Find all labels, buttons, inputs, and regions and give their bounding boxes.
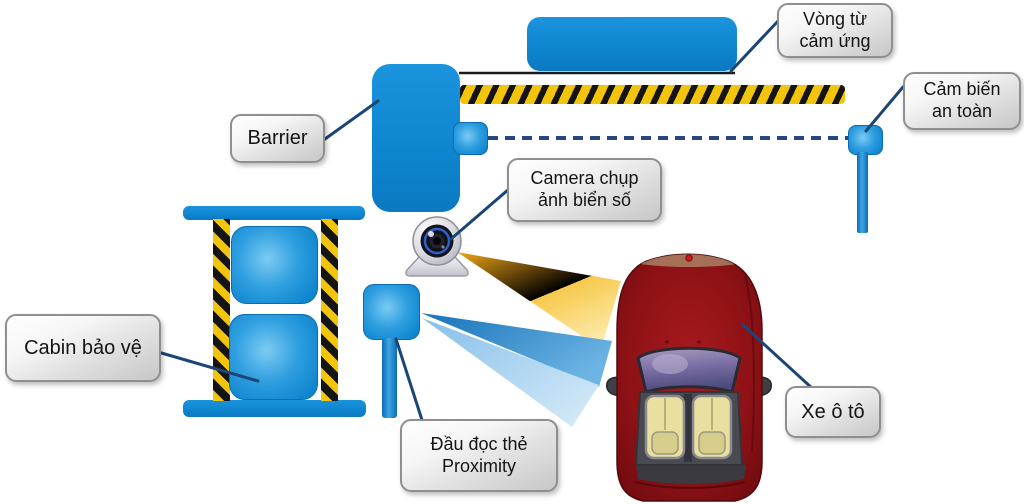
camera-lens-glint-small — [441, 245, 445, 249]
car-icon — [595, 246, 780, 504]
car-hood-dot-left — [665, 340, 669, 344]
cabin-window-bottom — [229, 314, 318, 400]
induction-loop-rect — [527, 17, 737, 71]
label-reader: Đầu đọc thẻ Proximity — [400, 419, 558, 492]
cabin-striped-post-right — [321, 219, 338, 401]
barrier-housing — [372, 64, 460, 212]
security-camera-icon — [405, 216, 469, 277]
car-top-view-icon — [606, 253, 772, 502]
car-trunk-line — [634, 481, 746, 489]
car-center-console — [684, 394, 692, 462]
car-hood-ornament — [685, 254, 693, 262]
camera-lens-core — [433, 237, 441, 245]
car-seat-left-cushion — [651, 431, 679, 455]
label-cabin-text: Cabin bảo vệ — [24, 336, 142, 359]
label-barrier-text: Barrier — [247, 127, 308, 150]
car-seat-right-cushion — [698, 431, 726, 455]
reader-signal-beam-light — [422, 318, 599, 427]
label-barrier: Barrier — [230, 114, 325, 163]
barrier-arm-striped — [460, 85, 845, 104]
label-cabin: Cabin bảo vệ — [5, 314, 161, 382]
label-car-text: Xe ô tô — [801, 400, 865, 423]
car-door-seam — [744, 275, 755, 452]
safety-sensor-left — [453, 122, 488, 155]
cabin-striped-post-left — [213, 219, 230, 401]
connector-cabin — [156, 350, 260, 383]
connector-induction-loop — [729, 18, 781, 73]
label-car: Xe ô tô — [785, 386, 881, 438]
camera-lens-glint — [428, 231, 434, 237]
car-hood-dot-right — [697, 340, 701, 344]
connector-safety-sensor — [864, 85, 905, 133]
camera-view-beam — [457, 252, 621, 349]
connector-camera — [449, 187, 511, 241]
cabin-roof-bar — [183, 206, 365, 220]
label-camera-text: Camera chụp ảnh biển số — [530, 168, 639, 210]
label-camera: Camera chụp ảnh biển số — [507, 158, 662, 222]
car-rear-shelf — [636, 465, 746, 485]
label-induction-loop: Vòng từ cảm ứng — [777, 3, 893, 58]
label-safety-sensor: Cảm biến an toàn — [903, 72, 1021, 130]
connector-barrier — [323, 99, 380, 141]
label-safety-sensor-text: Cảm biến an toàn — [923, 79, 1001, 121]
cabin-base-bar — [183, 400, 366, 417]
cabin-window-top — [231, 226, 318, 304]
camera-icon — [400, 210, 474, 282]
connector-reader — [394, 337, 424, 422]
connector-car — [741, 323, 815, 391]
label-reader-text: Đầu đọc thẻ Proximity — [430, 433, 528, 476]
car-windshield-glare — [652, 354, 688, 374]
proximity-reader-post — [382, 338, 397, 418]
label-induction-loop-text: Vòng từ cảm ứng — [799, 8, 871, 51]
reader-signal-beam-dark — [421, 313, 612, 387]
safety-sensor-post — [857, 152, 868, 233]
